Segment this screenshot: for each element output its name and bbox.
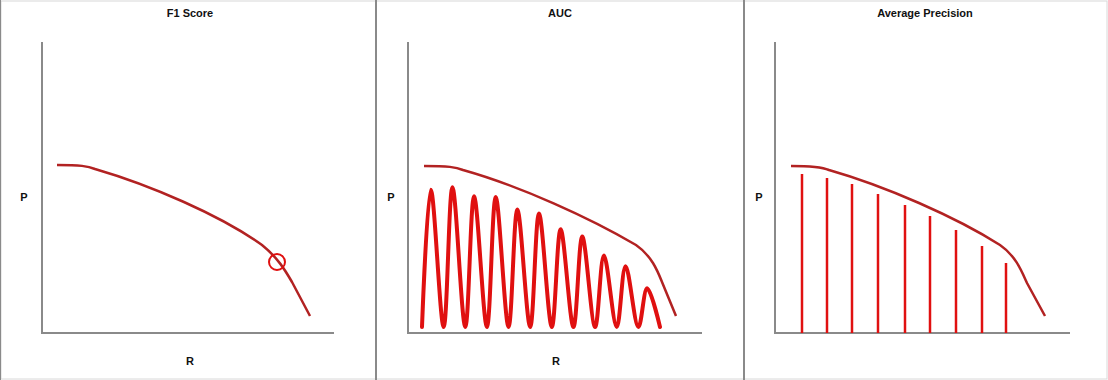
axes [42, 42, 1070, 333]
precision-bar [851, 184, 854, 333]
precision-bar [877, 194, 880, 333]
f1-point-marker [269, 254, 285, 270]
axis-lines [408, 42, 702, 333]
axis-label: P [755, 192, 762, 203]
pr-curves [57, 165, 1045, 316]
panel-title: Average Precision [877, 8, 973, 19]
panel-title: AUC [548, 8, 572, 19]
precision-bar [904, 205, 907, 333]
axis-label: R [186, 356, 194, 367]
precision-bar [981, 246, 984, 333]
panel-divider [743, 0, 745, 380]
panel-divider [0, 0, 1, 380]
auc-scribble [422, 187, 660, 327]
pr-curve [57, 165, 310, 316]
axis-lines [42, 42, 334, 333]
axis-lines [775, 42, 1070, 333]
precision-bar [1005, 263, 1008, 333]
precision-bar [955, 230, 958, 333]
precision-bar [801, 174, 804, 333]
axis-label: P [387, 192, 394, 203]
auc-scribble-stroke [422, 187, 660, 327]
panel-title: F1 Score [167, 8, 213, 19]
axis-label: R [552, 356, 560, 367]
precision-bar [826, 178, 829, 333]
panel-divider [375, 0, 377, 380]
ap-bars [802, 174, 1006, 333]
precision-bar [929, 216, 932, 333]
axis-label: P [20, 192, 27, 203]
